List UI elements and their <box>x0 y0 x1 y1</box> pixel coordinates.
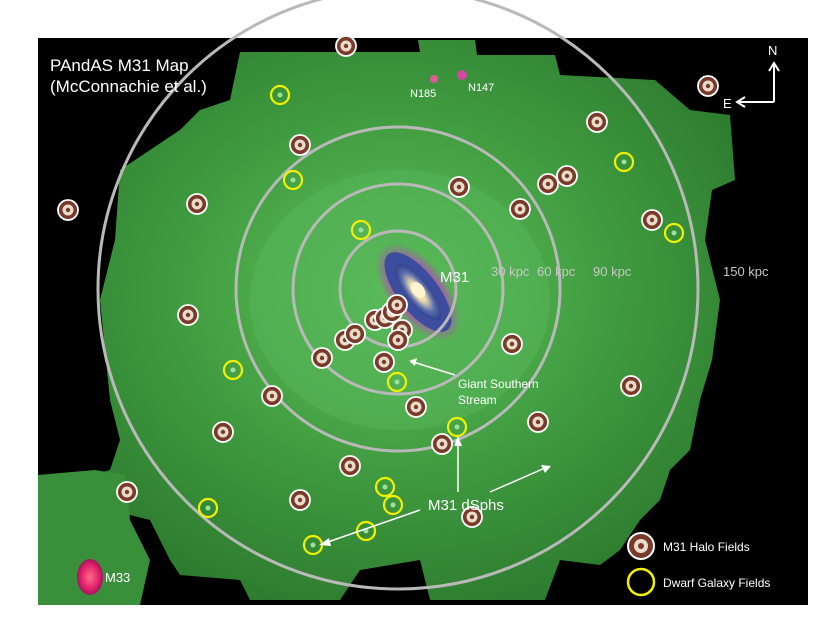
compass-north-arrowhead <box>768 61 780 72</box>
halo-field-marker <box>212 421 234 443</box>
map-subtitle: (McConnachie et al.) <box>50 77 207 96</box>
dwarf-field-marker <box>269 84 291 106</box>
legend: M31 Halo Fields Dwarf Galaxy Fields <box>626 532 770 597</box>
dwarf-galaxy-dot <box>671 230 677 236</box>
halo-field-marker <box>387 329 409 351</box>
halo-field-marker <box>461 506 483 528</box>
compass-north-label: N <box>768 43 777 58</box>
halo-field-marker <box>261 385 283 407</box>
dwarf-field-marker <box>350 219 372 241</box>
survey-footprint-m33 <box>38 470 150 605</box>
halo-field-marker <box>586 111 608 133</box>
halo-field-marker <box>697 75 719 97</box>
halo-field-marker <box>344 323 366 345</box>
legend-halo-swatch <box>627 532 655 560</box>
n185-galaxy <box>430 75 438 83</box>
ring-label-60kpc: 60 kpc <box>537 264 576 279</box>
stream-arrow <box>409 358 456 376</box>
ring-label-150kpc: 150 kpc <box>723 264 769 279</box>
dwarf-galaxy-dot <box>390 502 396 508</box>
halo-field-marker <box>289 489 311 511</box>
dwarf-field-marker <box>386 371 408 393</box>
compass <box>735 61 780 108</box>
halo-field-marker <box>289 134 311 156</box>
dsphs-arrows <box>319 436 551 546</box>
dwarf-field-marker <box>382 494 404 516</box>
legend-halo-label: M31 Halo Fields <box>663 540 750 554</box>
n147-label: N147 <box>468 82 494 94</box>
dwarf-galaxy-dot <box>454 424 460 430</box>
dwarf-field-marker <box>446 416 468 438</box>
m31-galaxy <box>375 242 461 342</box>
dwarf-galaxy-dot <box>382 484 388 490</box>
dwarf-field-marker <box>613 151 635 173</box>
dwarf-galaxy-dot <box>394 379 400 385</box>
m33-label: M33 <box>105 570 130 585</box>
m31-label: M31 <box>440 269 469 286</box>
halo-field-marker <box>641 209 663 231</box>
halo-field-marker <box>57 199 79 221</box>
dwarf-field-marker <box>355 520 377 542</box>
n147-galaxy <box>457 70 467 80</box>
dwarf-field-marker <box>197 497 219 519</box>
halo-field-marker <box>537 173 559 195</box>
dsphs-label: M31 dSphs <box>428 497 504 514</box>
legend-dwarf-swatch <box>626 567 656 597</box>
dwarf-galaxy-dot <box>621 159 627 165</box>
halo-field-marker <box>509 198 531 220</box>
halo-field-marker <box>527 411 549 433</box>
halo-field-marker <box>335 35 357 57</box>
halo-field-marker <box>431 433 453 455</box>
halo-field-marker <box>620 375 642 397</box>
dwarf-galaxy-dot <box>310 542 316 548</box>
map-title: PAndAS M31 Map <box>50 56 189 75</box>
halo-field-marker <box>339 455 361 477</box>
m33-galaxy <box>77 559 103 595</box>
dwarf-galaxy-dot <box>277 92 283 98</box>
dwarf-galaxy-dot <box>230 367 236 373</box>
legend-dwarf-label: Dwarf Galaxy Fields <box>663 576 770 590</box>
ring-label-30kpc: 30 kpc <box>491 264 530 279</box>
halo-field-marker <box>556 165 578 187</box>
n185-label: N185 <box>410 88 436 100</box>
halo-field-marker <box>405 396 427 418</box>
halo-field-marker <box>177 304 199 326</box>
dwarf-galaxy-dot <box>205 505 211 511</box>
halo-field-marker <box>448 176 470 198</box>
dwarf-field-marker <box>374 476 396 498</box>
footprint-gap <box>690 560 808 605</box>
halo-field-marker <box>116 481 138 503</box>
halo-field-marker <box>311 347 333 369</box>
stream-label-line2: Stream <box>458 393 497 407</box>
dwarf-field-marker <box>282 169 304 191</box>
halo-field-marker <box>373 351 395 373</box>
halo-field-marker <box>386 294 408 316</box>
dwarf-galaxy-dot <box>290 177 296 183</box>
dwarf-field-markers <box>197 84 685 556</box>
ring-label-90kpc: 90 kpc <box>593 264 632 279</box>
stream-label-line1: Giant Southern <box>458 377 539 391</box>
dwarf-field-marker <box>663 222 685 244</box>
halo-field-markers <box>57 35 719 528</box>
distance-rings <box>96 0 700 591</box>
compass-east-label: E <box>723 96 732 111</box>
halo-field-marker <box>501 333 523 355</box>
dwarf-field-marker <box>222 359 244 381</box>
ring-60kpc <box>291 182 505 396</box>
compass-east-arrowhead <box>735 96 746 108</box>
dwarf-galaxy-dot <box>358 227 364 233</box>
ring-90kpc <box>234 125 562 453</box>
halo-field-marker <box>186 193 208 215</box>
ring-150kpc <box>96 0 700 591</box>
